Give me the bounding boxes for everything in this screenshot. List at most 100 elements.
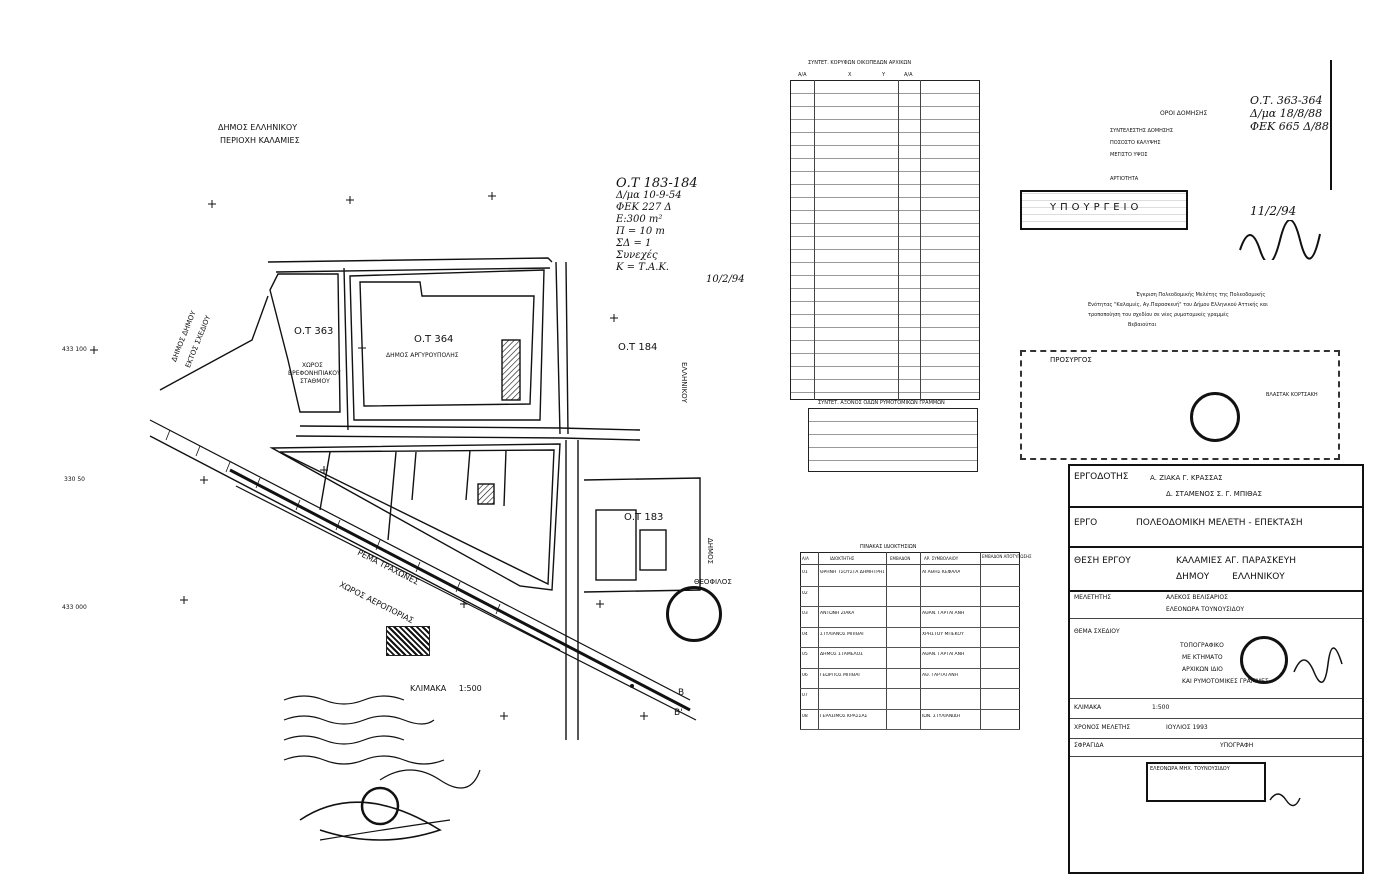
plan-square-stamp [386, 626, 430, 656]
note-line-8: Κ = Τ.Α.Κ. [616, 262, 670, 273]
subject-line-1: ΤΟΠΟΓΡΑΦΙΚΟ [1180, 642, 1224, 649]
block-363-use-1: ΧΩΡΟΣ [302, 362, 323, 369]
coord-lower-title: ΣΥΝΤΕΤ. ΑΞΟΝΟΣ ΟΔΩΝ ΡΥΜΟΤΟΜΙΚΩΝ ΓΡΑΜΜΩΝ [818, 400, 945, 406]
table-cell-contract: ΑΘΑΝ. ΓΑΡΤΑΓΑΝΗ [922, 611, 965, 616]
block-363-use-2: ΒΡΕΦΟΝΗΠΙΑΚΟΥ [288, 370, 341, 377]
designer-value-2: ΕΛΕΟΝΩΡΑ ΤΟΥΝΟΥΣΙΔΟΥ [1166, 606, 1245, 613]
year-value: ΙΟΥΛΙΟΣ 1993 [1166, 724, 1208, 731]
table-cell-contract: ΑΘ. ΓΑΡΤΑΓΑΝΗ [922, 672, 958, 678]
table-row: 06 ΓΕΩΡΓΙΟΣ ΜΠΙΘΑΙ ΑΘ. ΓΑΡΤΑΓΑΝΗ [800, 669, 1020, 689]
client-label: ΕΡΓΟΔΟΤΗΣ [1074, 472, 1129, 482]
table-cell-contract: ΙΩΝ. ΣΤΥΛΙΑΝΙΔΗ [922, 713, 960, 719]
stamp-office: ΠΡΟΣΥΡΓΟΣ [1050, 356, 1092, 364]
approval-round-seal [1190, 392, 1240, 442]
block-363-use-3: ΣΤΑΘΜΟΥ [300, 378, 330, 385]
project-value: ΠΟΛΕΟΔΟΜΙΚΗ ΜΕΛΕΤΗ - ΕΠΕΚΤΑΣΗ [1136, 518, 1303, 528]
table-cell-owner: ΑΝΤΩΝΗ ΖΙΑΚΑ [820, 611, 855, 616]
approval-line-2: Ενότητας "Καλαμιές, Αγ.Παρασκευή" του Δή… [1088, 302, 1268, 308]
title-block: ΕΡΓΟΔΟΤΗΣ Α. ΖΙΑΚΑ Γ. ΚΡΑΣΣΑΣ Δ. ΣΤΑΜΕΝΟ… [1068, 464, 1364, 874]
title-signature [1293, 647, 1343, 683]
road-dimos-label: ΔΗΜΟΣ [706, 538, 714, 565]
note-line-1: Ο.Τ 183-184 [616, 176, 698, 191]
coord-col-aa: Α/Α [798, 72, 807, 78]
signature-label: ΥΠΟΓΡΑΦΗ [1220, 742, 1254, 749]
plan-scale-label: ΚΛΙΜΑΚΑ 1:500 [410, 684, 482, 693]
table-cell-owner: ΘΡΗΝΗ ΤΣΟΥΣΤΑ ΔΗΜΗΤΡΗΣ ΤΣΟΥΣΤΑ [820, 570, 884, 575]
seal-label: ΣΦΡΑΓΙΔΑ [1074, 742, 1104, 749]
terms-header: ΟΡΟΙ ΔΟΜΗΣΗΣ [1160, 110, 1208, 117]
subject-line-4: ΚΑΙ ΡΥΜΟΤΟΜΙΚΕΣ ΓΡΑΜΜΕΣ [1182, 678, 1269, 685]
table-cell-owner: ΓΕΡΑΣΙΜΟΣ ΚΡΑΣΣΑΣ [820, 713, 868, 719]
plan-round-seal [666, 586, 722, 642]
block-364-label: Ο.Τ 364 [414, 334, 454, 345]
ministry-title: ΥΠΟΥΡΓΕΙΟ [1050, 202, 1143, 213]
coord-col-x: X [848, 72, 852, 78]
table-cell-owner: ΓΕΩΡΓΙΟΣ ΜΠΙΘΑΙ [820, 672, 860, 678]
subject-label: ΘΕΜΑ ΣΧΕΔΙΟΥ [1074, 628, 1120, 635]
block-363-label: Ο.Τ 363 [294, 326, 334, 337]
terms-integrity: ΑΡΤΙΟΤΗΤΑ [1110, 176, 1139, 182]
note-line-4: Ε:300 m² [616, 214, 663, 225]
designer-value: ΑΛΕΚΟΣ ΒΕΛΙΣΑΡΙΟΣ [1166, 594, 1228, 601]
y-axis-label-2: 330 50 [64, 476, 85, 483]
note-line-2: Δ/μα 10-9-54 [616, 190, 682, 201]
table-cell-aa: 04 [802, 631, 808, 637]
ministry-stamp-box [1020, 190, 1188, 230]
table-cell-owner: ΔΗΜΟΣ ΣΤΑΜΕΛΟΣ [820, 652, 864, 657]
subject-line-3: ΑΡΧΙΚΩΝ ΙΔΙΟ [1182, 666, 1223, 673]
firm-stamp: ΕΛΕΟΝΩΡΑ ΜΗΧ. ΤΟΥΝΟΥΣΙΔΟΥ [1150, 766, 1230, 772]
table-cell-aa: 06 [802, 672, 808, 678]
point-b-prime: Β' [674, 708, 683, 718]
table-row: 08 ΓΕΡΑΣΙΜΟΣ ΚΡΑΣΣΑΣ ΙΩΝ. ΣΤΥΛΙΑΝΙΔΗ [800, 710, 1020, 730]
coordinates-table: ΣΥΝΤΕΤ. ΚΟΡΥΦΩΝ ΟΙΚΟΠΕΔΩΝ ΑΡΧΙΚΩΝ Α/Α X … [790, 60, 980, 480]
location-label: ΘΕΣΗ ΕΡΓΟΥ [1074, 556, 1131, 566]
firm-stamp-box [1146, 762, 1266, 802]
block-364-owner: ΔΗΜΟΣ ΑΡΓΥΡΟΥΠΟΛΗΣ [386, 352, 459, 359]
handwritten-ot-note: Ο.Τ 183-184 Δ/μα 10-9-54 ΦΕΚ 227 Δ Ε:300… [616, 176, 776, 286]
coord-grid-upper [790, 80, 980, 400]
building-terms-panel: ΟΡΟΙ ΔΟΜΗΣΗΣ ΣΥΝΤΕΛΕΣΤΗΣ ΔΟΜΗΣΗΣ ΠΟΣΟΣΤΟ… [1020, 60, 1340, 460]
owners-col-area2: ΕΜΒΑΔΟΝ ΑΠΟΤΥΠΩΣΗΣ [982, 554, 1032, 559]
note-line-7: Συνεχές [616, 250, 658, 261]
owners-col-contract: ΑΡ. ΣΥΜΒΟΛΑΙΟΥ [924, 556, 959, 561]
owners-table: ΠΙΝΑΚΑΣ ΙΔΙΟΚΤΗΣΙΩΝ Α/Α ΙΔΙΟΚΤΗΤΗΣ ΕΜΒΑΔ… [800, 544, 1032, 730]
table-cell-aa: 02 [802, 590, 808, 596]
ot-ref-1: Ο.Τ. 363-364 [1250, 94, 1323, 107]
coord-table-title: ΣΥΝΤΕΤ. ΚΟΡΥΦΩΝ ΟΙΚΟΠΕΔΩΝ ΑΡΧΙΚΩΝ [808, 60, 912, 66]
municipality-title: ΔΗΜΟΣ ΕΛΛΗΝΙΚΟΥ [218, 123, 298, 132]
approval-stamp-box [1020, 350, 1340, 460]
client-value-2: Δ. ΣΤΑΜΕΝΟΣ Σ. Γ. ΜΠΙΘΑΣ [1166, 490, 1262, 498]
coord-col-y: Y [882, 72, 886, 78]
table-cell-aa: 05 [802, 652, 808, 657]
title-round-seal [1240, 636, 1288, 684]
terms-height: ΜΕΓΙΣΤΟ ΥΨΟΣ [1110, 152, 1148, 158]
client-value: Α. ΖΙΑΚΑ Γ. ΚΡΑΣΣΑΣ [1150, 474, 1223, 482]
road-ellinikou-label: ΕΛΛΗΝΙΚΟΥ [680, 362, 688, 403]
site-plan: ΔΗΜΟΣ ΕΛΛΗΝΙΚΟΥ ΠΕΡΙΟΧΗ ΚΑΛΑΜΙΕΣ [62, 123, 776, 841]
designer-label: ΜΕΛΕΤΗΤΗΣ [1074, 594, 1112, 601]
table-cell-contract: ΑΓΑΘΗΣ ΚΕΦΑΛΑ [922, 570, 961, 575]
bottom-signature-scribble [283, 695, 481, 841]
stamp-name: ΒΛΑΣΤΑΚ ΚΟΡΤΣΑΚΗ [1266, 392, 1318, 398]
location-value-2: ΔΗΜΟΥ ΕΛΛΗΝΙΚΟΥ [1176, 572, 1285, 582]
scale-label: ΚΛΙΜΑΚΑ [1074, 704, 1102, 711]
table-cell-aa: 07 [802, 693, 808, 698]
owners-col-area: ΕΜΒΑΔΟΝ [890, 556, 911, 561]
scale-value: 1:500 [1152, 704, 1170, 711]
project-label: ΕΡΓΟ [1074, 518, 1098, 528]
table-cell-aa: 08 [802, 713, 808, 719]
location-value: ΚΑΛΑΜΙΕΣ ΑΓ. ΠΑΡΑΣΚΕΥΗ [1176, 556, 1296, 566]
coord-grid-lower [808, 408, 978, 472]
coord-col-aa-2: Α/Α [904, 72, 913, 78]
approval-certified: Βεβαιούται [1128, 322, 1157, 328]
year-label: ΧΡΟΝΟΣ ΜΕΛΕΤΗΣ [1074, 724, 1131, 731]
area-title: ΠΕΡΙΟΧΗ ΚΑΛΑΜΙΕΣ [220, 136, 300, 145]
y-axis-label-1: 433 100 [62, 346, 87, 353]
subject-line-2: ΜΕ ΚΤΗΜΑΤΟ [1182, 654, 1223, 661]
owners-col-aa: Α/Α [802, 556, 809, 561]
plan-drawing [90, 192, 701, 740]
